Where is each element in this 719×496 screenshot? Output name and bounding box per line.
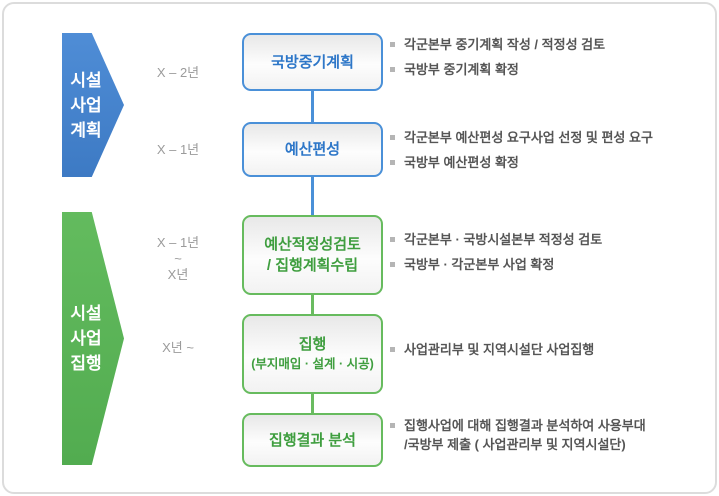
bullet-square-icon <box>390 347 395 352</box>
note-text: 각군본부 중기계획 작성 / 적정성 검토 <box>404 37 606 52</box>
phase-execution-label: 시설 사업 집행 <box>70 304 102 373</box>
bullet-square-icon <box>390 160 395 165</box>
note-item: 각군본부 · 국방시설본부 적정성 검토 <box>390 230 712 249</box>
step-box-budget-review: 예산적정성검토 / 집행계획수립 <box>242 215 383 295</box>
note-item: 집행사업에 대해 집행결과 분석하여 사용부대 /국방부 제출 ( 사업관리부 … <box>390 416 712 454</box>
step-title: 예산편성 <box>284 141 341 158</box>
notes-budget-review: 각군본부 · 국방시설본부 적정성 검토 국방부 · 각군본부 사업 확정 <box>390 230 712 280</box>
timeline-label-x-minus-1: X – 1년 <box>156 142 200 157</box>
bullet-square-icon <box>390 42 395 47</box>
step-box-budgeting: 예산편성 <box>242 122 383 177</box>
note-text: 사업관리부 및 지역시설단 사업집행 <box>404 342 595 357</box>
note-text: 국방부 예산편성 확정 <box>404 155 519 170</box>
step-box-midterm-plan: 국방중기계획 <box>242 33 383 91</box>
step-subtitle: (부지매입 · 설계 · 시공) <box>251 357 374 371</box>
bullet-square-icon <box>390 423 395 428</box>
note-text: 국방부 중기계획 확정 <box>404 62 519 77</box>
notes-budgeting: 각군본부 예산편성 요구사업 선정 및 편성 요구 국방부 예산편성 확정 <box>390 128 712 178</box>
note-item: 각군본부 예산편성 요구사업 선정 및 편성 요구 <box>390 128 712 147</box>
step-box-execution: 집행 (부지매입 · 설계 · 시공) <box>242 314 383 394</box>
note-item: 국방부 · 각군본부 사업 확정 <box>390 255 712 274</box>
note-text: 집행사업에 대해 집행결과 분석하여 사용부대 /국방부 제출 ( 사업관리부 … <box>404 418 646 452</box>
phase-planning-label: 시설 사업 계획 <box>70 70 102 140</box>
bullet-square-icon <box>390 135 395 140</box>
notes-midterm-plan: 각군본부 중기계획 작성 / 적정성 검토 국방부 중기계획 확정 <box>390 35 712 85</box>
note-item: 국방부 예산편성 확정 <box>390 153 712 172</box>
step-box-result-analysis: 집행결과 분석 <box>242 413 383 467</box>
notes-result-analysis: 집행사업에 대해 집행결과 분석하여 사용부대 /국방부 제출 ( 사업관리부 … <box>390 416 712 460</box>
note-item: 각군본부 중기계획 작성 / 적정성 검토 <box>390 35 712 54</box>
notes-execution: 사업관리부 및 지역시설단 사업집행 <box>390 340 712 365</box>
note-item: 사업관리부 및 지역시설단 사업집행 <box>390 340 712 359</box>
connector-line <box>311 392 314 413</box>
phase-execution-arrow: 시설 사업 집행 <box>62 212 124 465</box>
connector-line <box>311 177 314 215</box>
note-text: 각군본부 예산편성 요구사업 선정 및 편성 요구 <box>404 130 653 145</box>
note-item: 국방부 중기계획 확정 <box>390 60 712 79</box>
timeline-label-x-onward: X년 ~ <box>162 340 194 355</box>
bullet-square-icon <box>390 237 395 242</box>
note-text: 국방부 · 각군본부 사업 확정 <box>404 257 555 272</box>
step-title: 집행결과 분석 <box>269 431 356 449</box>
step-title: 집행 <box>298 336 327 353</box>
bullet-square-icon <box>390 67 395 72</box>
timeline-label-x-minus-1-to-x: X – 1년 ~ X년 <box>156 235 200 282</box>
step-title: 국방중기계획 <box>271 53 354 71</box>
bullet-square-icon <box>390 262 395 267</box>
timeline-label-x-minus-2: X – 2년 <box>156 65 200 80</box>
step-title: 예산적정성검토 / 집행계획수립 <box>264 236 361 274</box>
phase-planning-arrow: 시설 사업 계획 <box>62 33 124 177</box>
connector-line <box>311 293 314 314</box>
note-text: 각군본부 · 국방시설본부 적정성 검토 <box>404 232 603 247</box>
connector-line <box>311 91 314 122</box>
